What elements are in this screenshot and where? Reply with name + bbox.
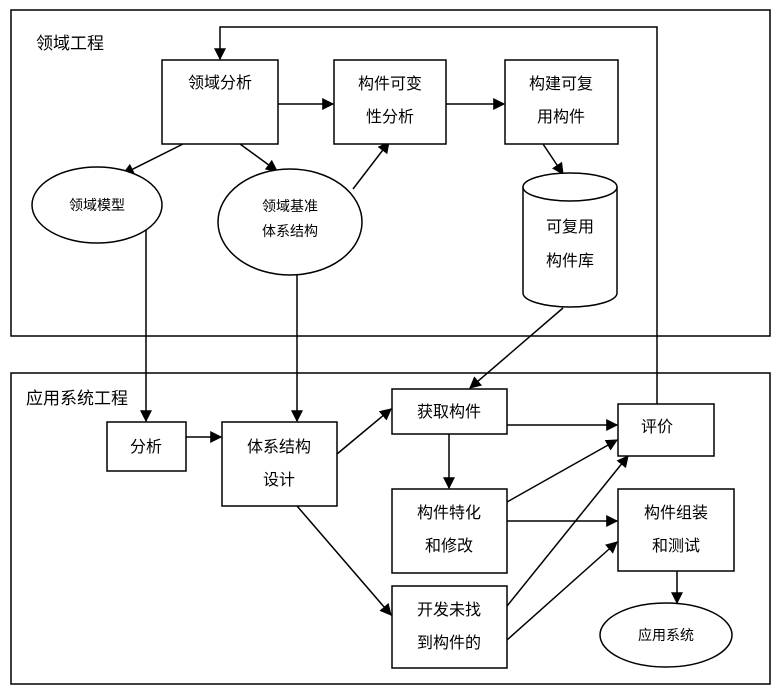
- node-evaluate: 评价: [617, 403, 715, 457]
- svg-text:构件特化: 构件特化: [417, 503, 481, 522]
- node-analysis: 分析: [106, 421, 187, 472]
- edge-specialize-to-evaluate: [506, 439, 619, 503]
- edge-arch-design-to-develop: [296, 505, 392, 616]
- node-domain-model: 领域模型: [31, 166, 163, 244]
- node-variability-analysis: 构件可变 性分析: [333, 59, 447, 145]
- edge-reference-arch-to-variability: [352, 141, 390, 190]
- svg-text:设计: 设计: [263, 470, 295, 489]
- svg-text:构建可复: 构建可复: [529, 74, 593, 93]
- svg-text:评价: 评价: [641, 417, 673, 436]
- svg-text:应用系统: 应用系统: [638, 627, 694, 644]
- svg-text:分析: 分析: [130, 437, 162, 456]
- edge-domain-analysis-to-domain-model: [121, 143, 184, 175]
- svg-text:开发未找: 开发未找: [417, 600, 481, 619]
- edge-develop-to-assemble: [506, 541, 618, 641]
- svg-text:构件库: 构件库: [546, 251, 594, 270]
- svg-text:和测试: 和测试: [652, 536, 700, 555]
- svg-text:领域基准: 领域基准: [262, 198, 318, 215]
- node-assemble-test: 构件组装 和测试: [617, 488, 735, 572]
- svg-text:体系结构: 体系结构: [262, 224, 318, 240]
- node-domain-analysis: 领域分析: [161, 59, 279, 145]
- edges: [121, 26, 683, 641]
- svg-text:体系结构: 体系结构: [247, 437, 311, 456]
- edge-arch-design-to-acquire: [336, 408, 392, 455]
- svg-text:和修改: 和修改: [425, 536, 473, 555]
- svg-text:构件可变: 构件可变: [358, 74, 422, 93]
- node-application-system: 应用系统: [599, 602, 733, 668]
- node-domain-reference-architecture: 领域基准 体系结构: [217, 168, 363, 276]
- svg-text:可复用: 可复用: [546, 217, 594, 236]
- node-acquire-components: 获取构件: [391, 388, 508, 435]
- node-architecture-design: 体系结构 设计: [221, 421, 338, 507]
- domain-engineering-section: [10, 9, 771, 337]
- edge-domain-analysis-to-reference-arch: [239, 143, 278, 172]
- svg-text:构件组装: 构件组装: [644, 503, 708, 522]
- edge-build-reusable-to-repository: [542, 143, 564, 175]
- svg-text:获取构件: 获取构件: [417, 402, 481, 421]
- edge-evaluate-feedback-to-domain-analysis: [214, 26, 658, 404]
- node-specialize-modify: 构件特化 和修改: [391, 488, 508, 574]
- application-engineering-section: [10, 372, 771, 685]
- node-reusable-component-repository: 可复用 构件库: [522, 172, 618, 308]
- edge-repository-to-acquire: [469, 307, 564, 389]
- svg-text:领域分析: 领域分析: [188, 73, 252, 92]
- svg-text:用构件: 用构件: [537, 107, 585, 126]
- node-develop-missing-components: 开发未找 到构件的: [391, 585, 508, 669]
- svg-text:领域模型: 领域模型: [69, 198, 125, 214]
- edge-develop-to-evaluate: [506, 455, 629, 607]
- domain-engineering-title: 领域工程: [36, 34, 104, 54]
- node-build-reusable-components: 构建可复 用构件: [504, 59, 619, 145]
- svg-text:到构件的: 到构件的: [417, 633, 481, 652]
- application-engineering-title: 应用系统工程: [26, 389, 128, 409]
- svg-text:性分析: 性分析: [366, 107, 414, 126]
